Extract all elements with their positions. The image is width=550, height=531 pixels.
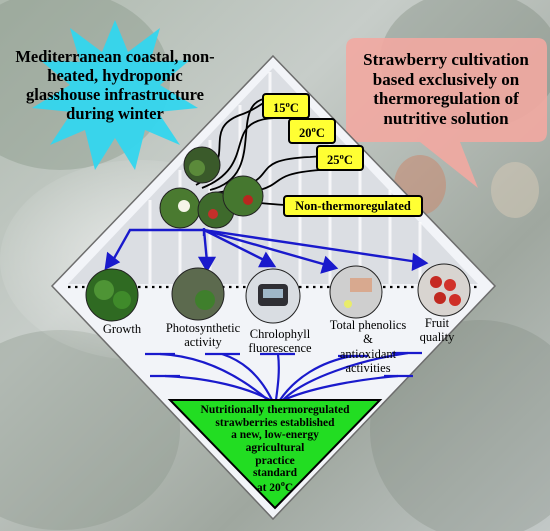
- label-line: antioxidant: [339, 346, 397, 361]
- phenolics-arm: [350, 278, 372, 292]
- conclusion-text-part: C: [284, 481, 294, 494]
- photo-plant-middle-fruit: [208, 209, 218, 219]
- photo-plant-right: [222, 175, 264, 217]
- conclusion-text-part: at 20: [256, 481, 281, 494]
- fruit-berry: [430, 276, 442, 288]
- label-line: Chrolophyll: [249, 327, 311, 341]
- conclusion-triangle: [167, 399, 383, 510]
- degree-sign: o: [311, 124, 316, 134]
- convergence-lines: [145, 351, 422, 401]
- label-line: activity: [184, 335, 222, 350]
- temp-value: 20: [299, 126, 312, 141]
- fluorometer-screen: [263, 289, 283, 298]
- label-line: activities: [345, 361, 391, 376]
- degree-sign: o: [339, 151, 344, 161]
- photo-fruit: [417, 263, 471, 317]
- photo-plant-left-flower: [178, 200, 190, 212]
- conclusion-line: at 20oC: [185, 478, 365, 494]
- temp-value: 15: [273, 101, 286, 116]
- temp-label-15: 15oC: [262, 93, 310, 120]
- temp-label-control: Non-thermoregulated: [283, 195, 423, 217]
- photo-photosynthesis-plant: [195, 290, 215, 310]
- strawberry-blur: [491, 162, 539, 218]
- label-photosynthetic: Photosynthetic activity: [160, 321, 246, 350]
- fruit-berry: [449, 294, 461, 306]
- label-line: Photosynthetic: [165, 321, 241, 335]
- degree-sign: o: [280, 478, 285, 488]
- fruit-berry: [444, 279, 456, 291]
- temp-label-25: 25oC: [316, 145, 364, 172]
- conclusion-line: Nutritionally thermoregulated: [200, 404, 350, 416]
- label-phenolics: Total phenolics & antioxidant activities: [318, 318, 418, 376]
- conclusion-line: strawberries established: [215, 416, 335, 429]
- label-line: Total phenolics: [329, 318, 407, 332]
- star-shape: [32, 20, 198, 170]
- conclusion-text: Nutritionally thermoregulated strawberri…: [185, 404, 365, 494]
- label-line: &: [363, 332, 373, 347]
- photo-growth-leaf: [113, 291, 131, 309]
- left-callout-text: Mediterranean coastal, non-heated, hydro…: [15, 47, 215, 123]
- speech-bubble: [346, 38, 547, 188]
- label-line: fluorescence: [248, 341, 312, 356]
- phenolics-vial: [344, 300, 352, 308]
- label-chlorophyll: Chrolophyll fluorescence: [242, 327, 318, 356]
- conclusion-line: agricultural: [245, 441, 305, 454]
- temp-value: 25: [327, 153, 340, 168]
- photo-growth-leaf: [94, 280, 114, 300]
- label-growth: Growth: [102, 322, 142, 336]
- conclusion-line: standard: [252, 467, 298, 480]
- temp-unit: C: [315, 126, 325, 141]
- leaf-shape: [0, 330, 180, 530]
- conclusion-line: practice: [255, 454, 295, 467]
- temp-unit: C: [289, 101, 299, 116]
- label-fruit: Fruit quality: [412, 316, 462, 345]
- label-line: quality: [419, 330, 455, 345]
- label-line: Fruit: [424, 316, 450, 330]
- conclusion-line: a new, low-energy: [231, 429, 319, 442]
- photo-plant-top-inner: [189, 160, 205, 176]
- degree-sign: o: [285, 99, 290, 109]
- photo-plant-right-fruit: [243, 195, 253, 205]
- right-callout-text: Strawberry cultivation based exclusively…: [363, 50, 529, 128]
- fruit-berry: [434, 292, 446, 304]
- temp-unit: C: [343, 153, 353, 168]
- arrows: [104, 228, 429, 274]
- leaf-shape: [370, 320, 550, 531]
- temp-label-20: 20oC: [288, 118, 336, 145]
